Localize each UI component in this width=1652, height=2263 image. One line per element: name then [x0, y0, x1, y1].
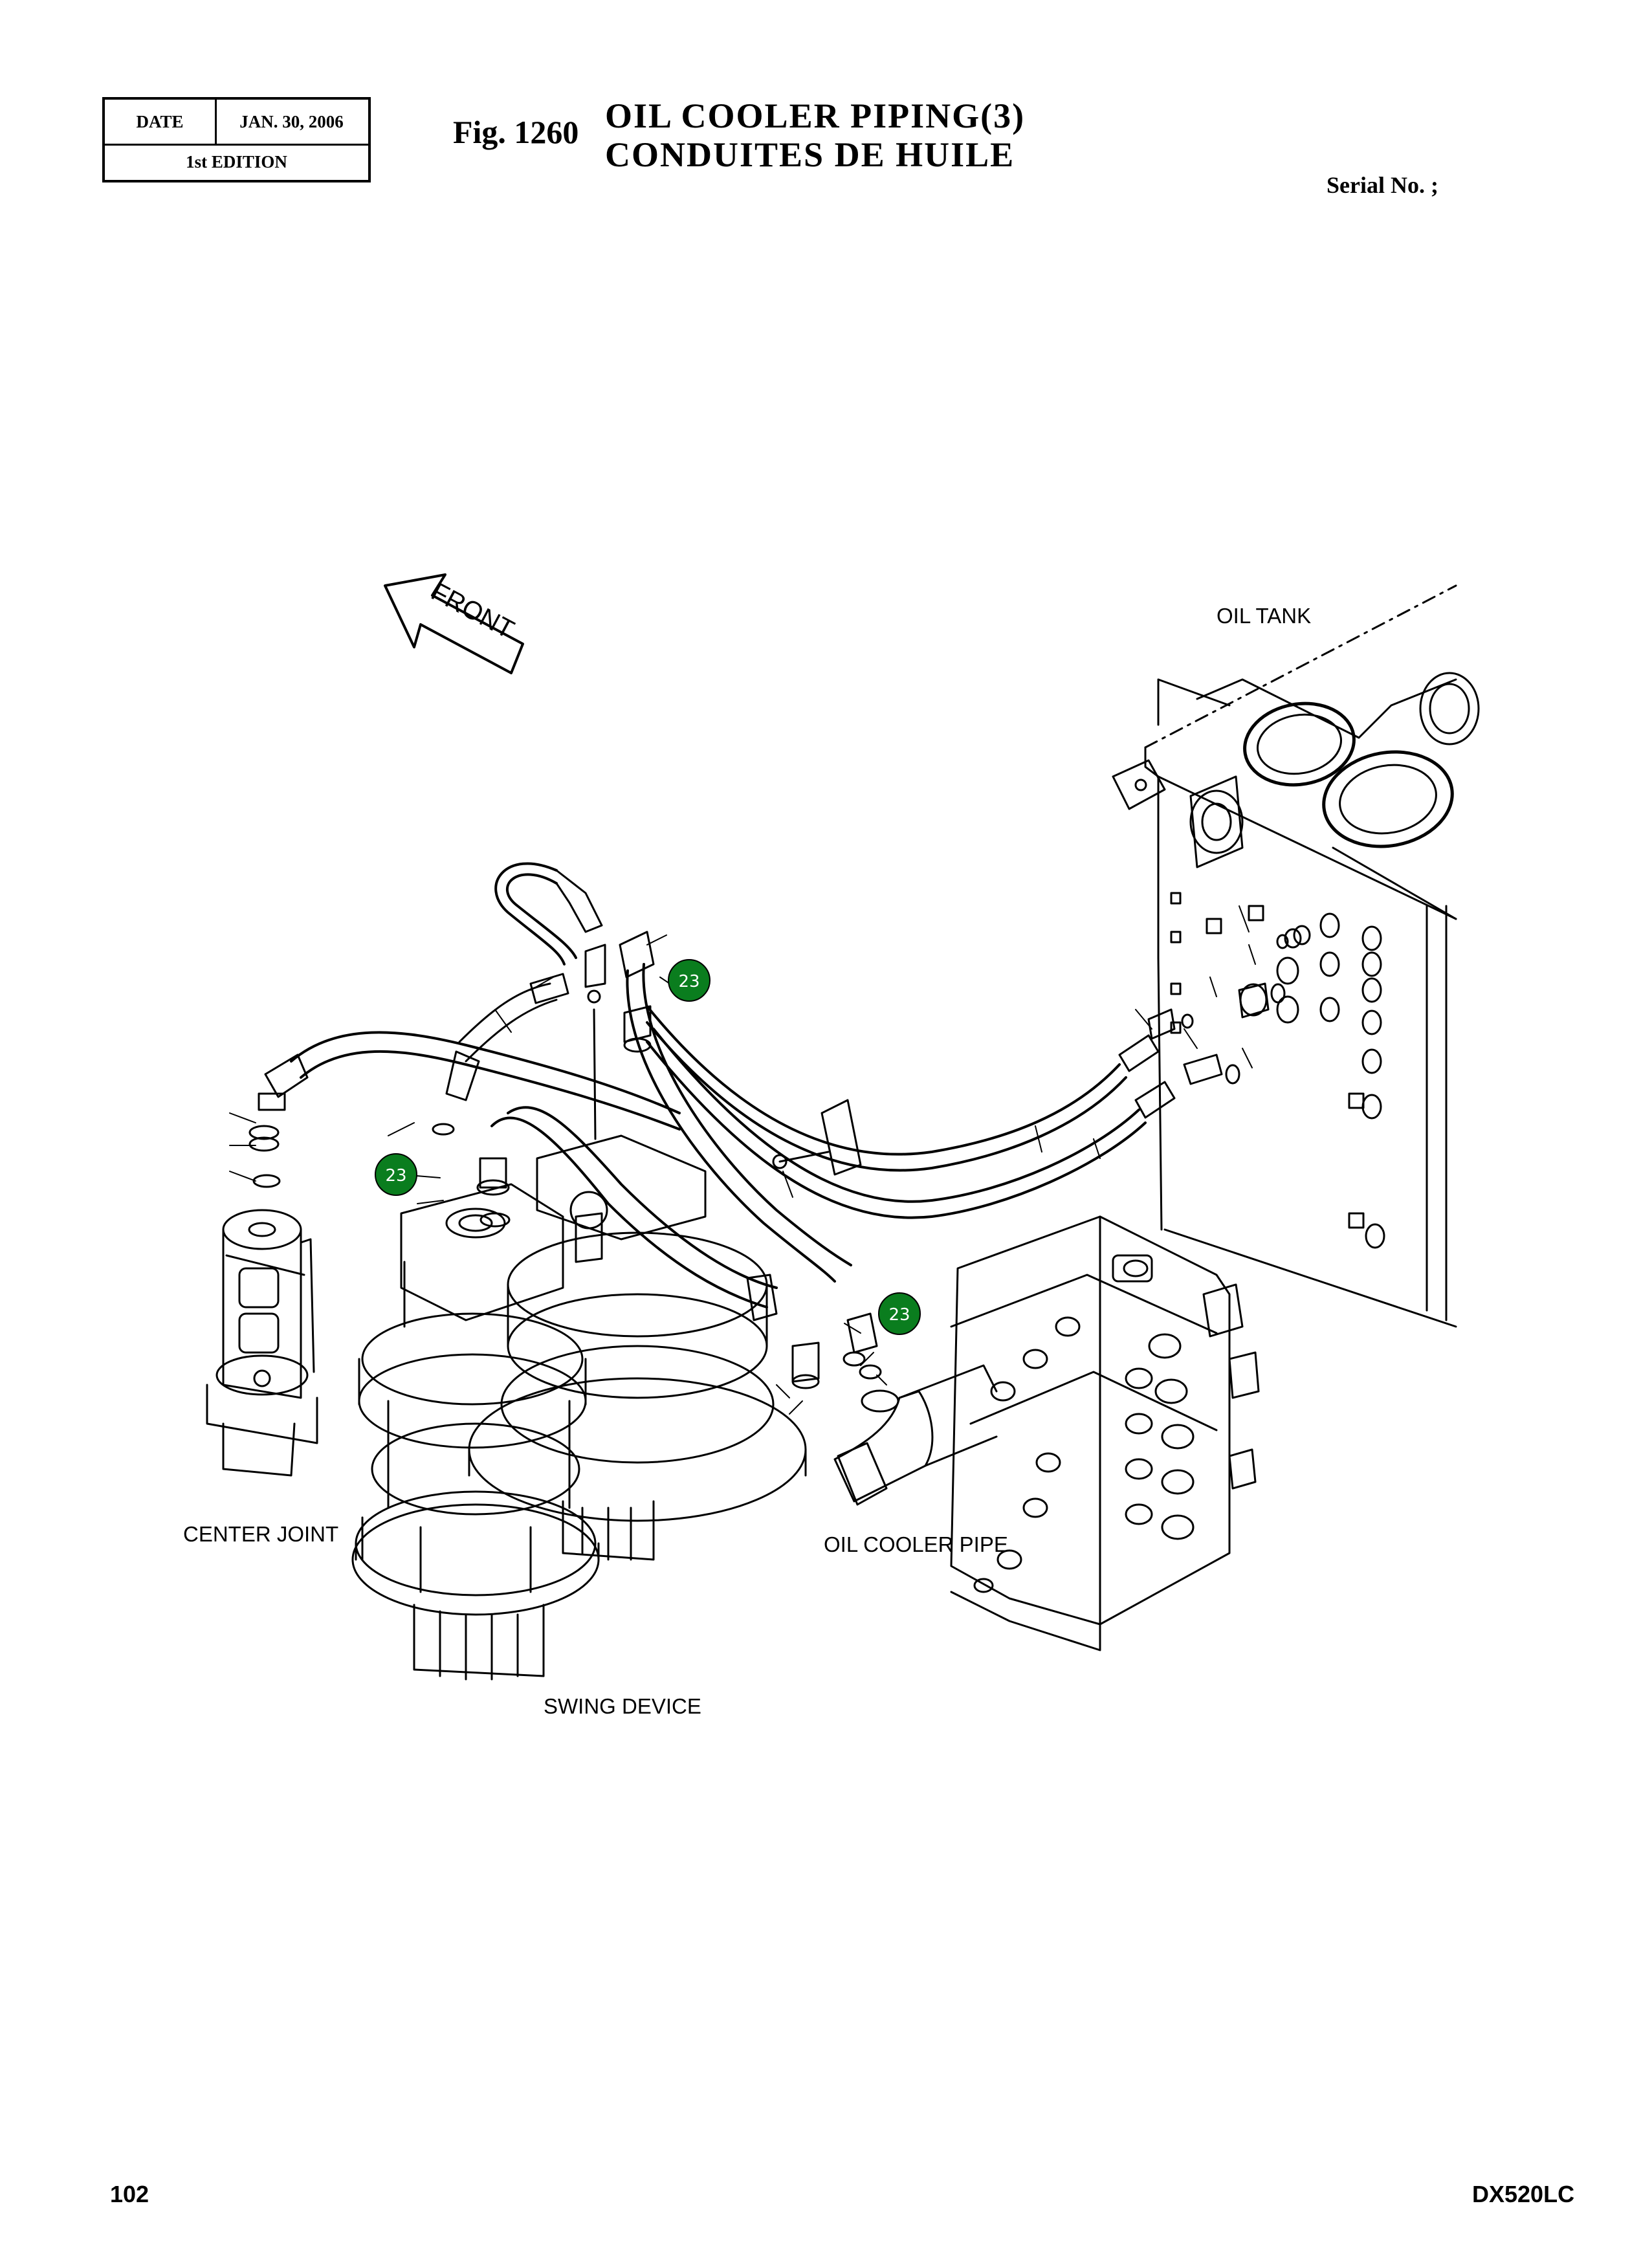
callout-23-right-label: 23: [888, 1305, 910, 1325]
oil-cooler-pipe: [833, 1364, 998, 1506]
swing-device-front: [351, 1183, 600, 1681]
figure-title-english: OIL COOLER PIPING(3): [605, 96, 1026, 135]
front-arrow: FRONT: [384, 573, 524, 674]
oil-tank: [1112, 584, 1480, 1328]
edition-label: 1st EDITION: [186, 151, 287, 171]
swing-device-label: SWING DEVICE: [544, 1694, 701, 1718]
page-number: 102: [110, 2181, 149, 2207]
serial-number-label: Serial No. ;: [1327, 172, 1438, 198]
date-row: DATE JAN. 30, 2006: [105, 100, 368, 146]
upper-hose: [494, 862, 606, 1140]
tank-ports: [1170, 892, 1385, 1249]
callout-23-top-label: 23: [678, 972, 699, 991]
control-valve: [950, 1215, 1260, 1651]
figure-title-french: CONDUITES DE HUILE: [605, 135, 1015, 174]
center-joint-hose: [258, 973, 681, 1131]
oil-tank-label: OIL TANK: [1217, 604, 1312, 628]
return-hoses: [646, 1005, 1176, 1219]
date-label: DATE: [105, 100, 217, 144]
swing-device-rear: [468, 1134, 807, 1561]
edition-box: DATE JAN. 30, 2006 1st EDITION: [102, 97, 371, 182]
center-joint: [206, 1125, 318, 1477]
cooler-hoses: [490, 931, 852, 1308]
center-joint-label: CENTER JOINT: [183, 1522, 339, 1546]
swing-fittings: [432, 1123, 882, 1389]
callout-23-left-label: 23: [385, 1166, 406, 1186]
oil-cooler-pipe-label: OIL COOLER PIPE: [824, 1532, 1008, 1556]
figure-number: Fig. 1260: [453, 114, 579, 150]
callout-23-right: 23: [878, 1292, 921, 1335]
model-number: DX520LC: [1472, 2181, 1575, 2207]
callout-23-left: 23: [375, 1153, 417, 1196]
date-value: JAN. 30, 2006: [239, 111, 344, 131]
tank-fittings: [1147, 925, 1311, 1085]
callout-23-top: 23: [668, 959, 710, 1002]
